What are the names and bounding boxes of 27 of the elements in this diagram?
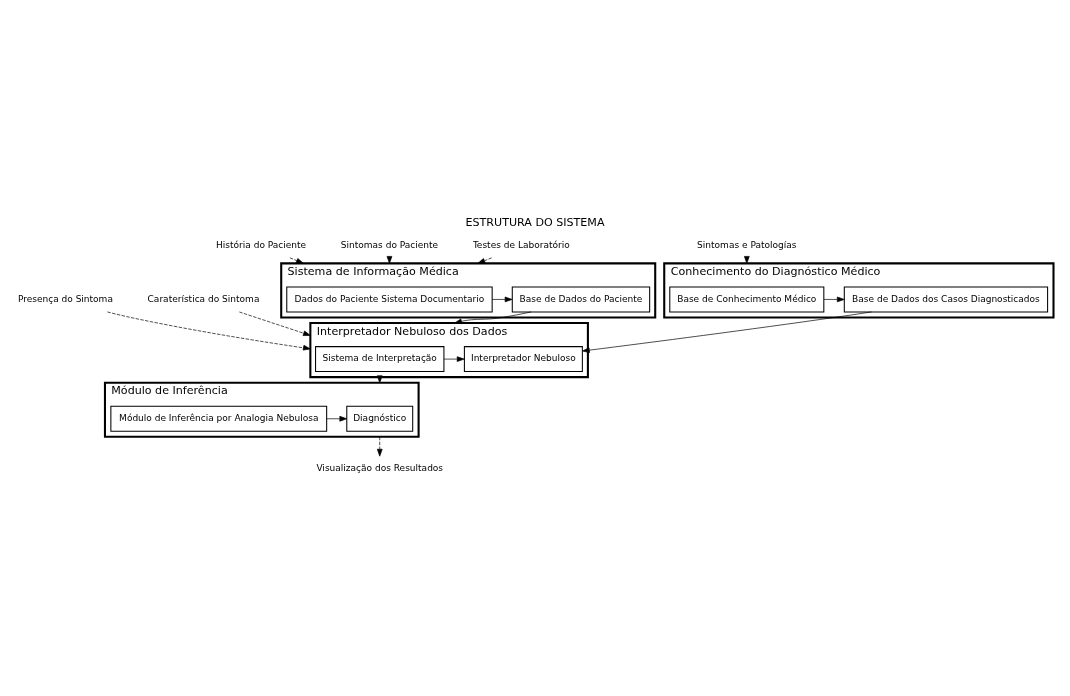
arrow [376,436,383,457]
node-text: Caraterística do Sintoma [147,293,260,304]
node-box: Módulo de Inferência por Analogia Nebulosa [110,405,328,432]
arrow [491,296,513,303]
arrow [239,311,311,336]
node-box: Base de Dados dos Casos Diagnosticados [843,286,1049,313]
arrow [326,416,348,422]
arrow [823,296,845,303]
node-box: Diagnóstico [346,405,414,432]
arrow [454,311,532,325]
node-box: Sistema de Interpretação [315,346,445,373]
node-box: Dados do Paciente Sistema Documentario [286,286,493,313]
node-text: História do Paciente [216,239,307,250]
node-box: Interpretador Nebuloso [463,346,583,373]
node-text: Sintomas do Paciente [340,239,439,250]
arrow [477,257,493,264]
node-box: Base de Conhecimento Médico [669,286,825,313]
node-text: Testes de Laboratório [472,239,570,250]
arrow [289,257,304,264]
node-text: Visualização dos Resultados [316,463,444,474]
node-text: Presença do Sintoma [17,293,113,304]
node-text: Sintomas e Patologías [697,239,797,250]
arrow [107,311,311,351]
diagram-title: ESTRUTURA DO SISTEMA [465,216,605,230]
node-box: Base de Dados do Paciente [511,286,651,313]
arrow [582,311,872,353]
arrow [443,356,465,362]
